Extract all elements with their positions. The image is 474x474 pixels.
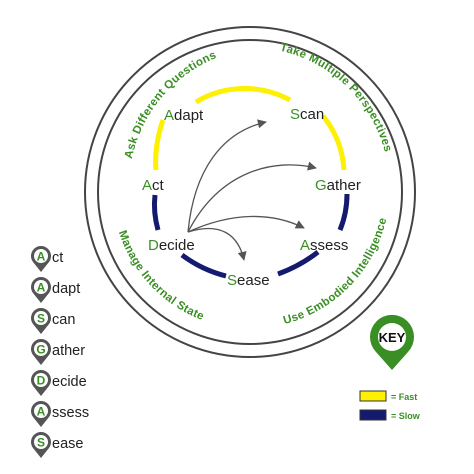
node-gather: Gather — [315, 177, 361, 194]
map-pin-icon — [31, 401, 51, 427]
legend-pin-letter: G — [36, 343, 45, 357]
map-pin-icon — [30, 277, 52, 303]
legend-pin-letter: S — [37, 312, 45, 326]
outer-ring-inner — [97, 39, 403, 345]
legend-pin-letter: D — [37, 374, 46, 388]
map-pin-icon — [31, 432, 51, 458]
arrow-decide-to-gather — [187, 161, 317, 233]
legend-word: ease — [52, 436, 83, 452]
slow-arc-bottom-left — [180, 252, 227, 279]
key-slow-label: = Slow — [391, 411, 421, 421]
map-pin-icon — [30, 246, 52, 272]
slow-arc-bottom-right — [277, 250, 320, 277]
node-sease: Sease — [227, 272, 270, 289]
fast-arc-right — [321, 114, 347, 171]
map-pin-icon — [31, 370, 51, 396]
node-assess: Assess — [300, 237, 348, 254]
legend-pin-letter: S — [37, 436, 45, 450]
node-scan: Scan — [290, 106, 324, 123]
key-slow-swatch — [359, 409, 387, 421]
legend-word: ather — [52, 343, 85, 359]
map-pin-icon — [31, 339, 51, 365]
fast-arc-top — [194, 86, 292, 105]
slow-arc-right — [337, 193, 350, 231]
key-fast-label: = Fast — [391, 392, 417, 402]
map-pin-icon — [30, 308, 52, 334]
fast-arc-left — [153, 119, 166, 171]
node-adapt: Adapt — [164, 107, 204, 124]
legend-word: ct — [52, 250, 63, 266]
legend-word: dapt — [52, 281, 80, 297]
outer-text-top-left: Ask Different Questions — [123, 49, 218, 160]
outer-text-bottom-right: Use Embodied Intelligence — [282, 216, 389, 327]
node-act: Act — [142, 177, 165, 194]
arrow-decide-to-assess — [187, 215, 305, 233]
outer-ring-outer — [84, 26, 416, 358]
legend-pin-letter: A — [37, 281, 46, 295]
legend-word: ssess — [52, 405, 89, 421]
key-title: KEY — [379, 330, 406, 345]
legend-word: ecide — [52, 374, 87, 390]
key-panel: KEY = Fast = Slow — [359, 314, 421, 421]
legend-word: can — [52, 312, 75, 328]
key-fast-swatch — [359, 390, 387, 402]
legend-pin-letter: A — [37, 250, 46, 264]
slow-arc-left — [151, 194, 161, 231]
legend-pin-letter: A — [37, 405, 46, 419]
node-decide: Decide — [148, 237, 195, 254]
arrow-decide-to-adapt-region — [187, 119, 267, 233]
arrow-decide-to-sease — [187, 227, 247, 261]
key-pin-icon — [370, 314, 415, 370]
